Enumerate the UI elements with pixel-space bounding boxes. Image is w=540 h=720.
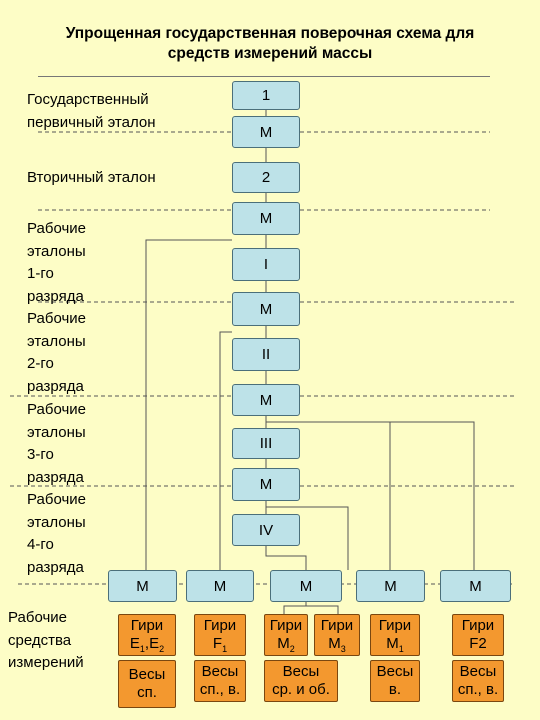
level-label-secondary: Вторичный эталон [27, 169, 156, 186]
primary-standard-box: 1 [232, 81, 300, 110]
method-box-bottom-2: М [186, 570, 254, 602]
weights-f1-label: F1 [212, 635, 228, 654]
method-box-5: М [232, 468, 300, 501]
weights-e1-e2-label: E1,E2 [129, 635, 165, 654]
rank-1-standard-box: I [232, 248, 300, 281]
weights-m3-box: Гири M3 [314, 614, 360, 656]
method-box-bottom-1: М [108, 570, 177, 602]
weights-f1-box: Гири F1 [194, 614, 246, 656]
level-label-r3: Рабочие эталоны 3-го разряда [27, 401, 86, 486]
level-label-working: Рабочие средства измерений [8, 609, 84, 671]
method-box-bottom-5: М [440, 570, 511, 602]
rank-3-standard-box: III [232, 428, 300, 459]
rank-2-standard-box: II [232, 338, 300, 371]
scales-special-high-box: Весы сп., в. [194, 660, 246, 702]
scales-special-high-box-2: Весы сп., в. [452, 660, 504, 702]
method-box-bottom-4: М [356, 570, 425, 602]
method-box-2: М [232, 202, 300, 235]
weights-f2-box: Гири F2 [452, 614, 504, 656]
level-label-primary: Государственный первичный эталон [27, 91, 156, 131]
page-title: Упрощенная государственная поверочная сх… [0, 24, 540, 64]
level-label-r4: Рабочие эталоны 4-го разряда [27, 491, 86, 576]
scales-medium-ordinary-box: Весы ср. и об. [264, 660, 338, 702]
tree-connectors [145, 110, 475, 614]
level-label-r2: Рабочие эталоны 2-го разряда [27, 310, 86, 395]
level-label-r1: Рабочие эталоны 1-го разряда [27, 220, 86, 305]
method-box-4: М [232, 384, 300, 416]
title-line-1: Упрощенная государственная поверочная сх… [65, 25, 475, 42]
method-box-1: М [232, 116, 300, 148]
method-box-3: М [232, 292, 300, 326]
weights-m1-box: Гири M1 [370, 614, 420, 656]
scales-high-box: Весы в. [370, 660, 420, 702]
level-separators [10, 131, 515, 585]
title-line-2: средств измерений массы [167, 45, 373, 62]
secondary-standard-box: 2 [232, 162, 300, 193]
weights-m2-box: Гири M2 [264, 614, 308, 656]
weights-m1-label: M1 [386, 635, 404, 654]
weights-e1-e2-box: Гири E1,E2 [118, 614, 176, 656]
method-box-bottom-3: М [270, 570, 342, 602]
rank-4-standard-box: IV [232, 514, 300, 546]
scales-special-box: Весы сп. [118, 660, 176, 708]
title-divider [38, 76, 490, 77]
weights-m2-label: M2 [277, 635, 295, 654]
weights-m3-label: M3 [328, 635, 346, 654]
